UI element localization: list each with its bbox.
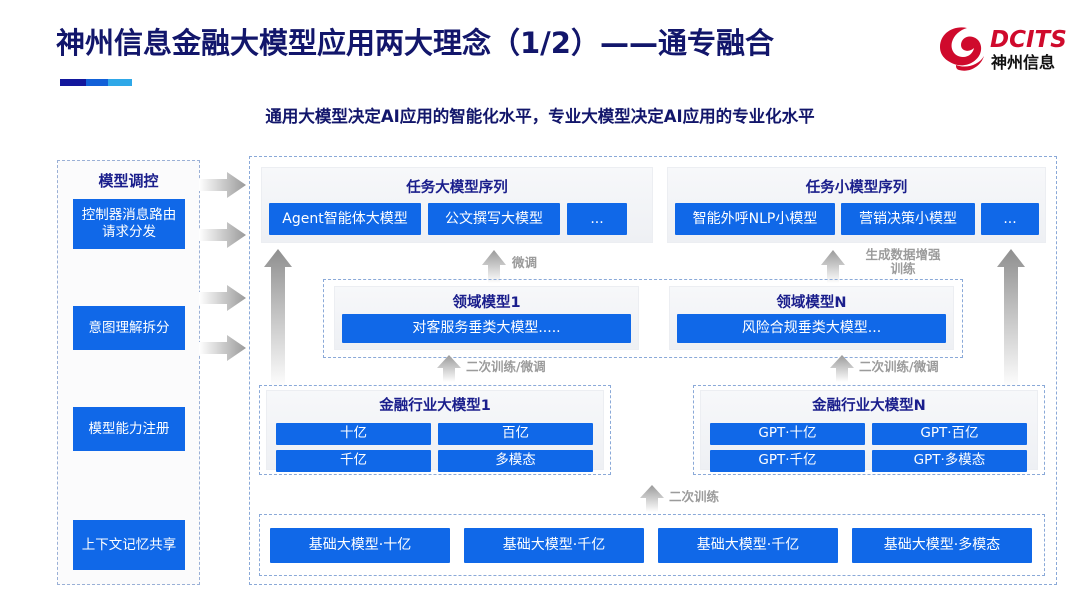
label-retrain-finetune-right: 二次训练/微调 xyxy=(859,359,939,374)
chip-base-model-thousand-yi-2[interactable]: 基础大模型·千亿 xyxy=(658,528,838,563)
chip-industry1-thousand-yi[interactable]: 千亿 xyxy=(276,450,431,472)
chip-industry1-multimodal[interactable]: 多模态 xyxy=(438,450,593,472)
industry-model-n-frame xyxy=(693,385,1045,475)
page-header: 神州信息金融大模型应用两大理念（1/2）——通专融合 通用大模型决定AI应用的智… xyxy=(0,0,1080,126)
chip-label: Agent智能体大模型 xyxy=(282,210,408,227)
chip-label: 多模态 xyxy=(495,452,536,469)
base-model-frame xyxy=(259,514,1045,576)
architecture-outer-frame xyxy=(249,156,1057,585)
chip-base-model-multimodal[interactable]: 基础大模型·多模态 xyxy=(852,528,1032,563)
sidebar-item-context-memory[interactable]: 上下文记忆共享 xyxy=(73,520,185,570)
chip-agent-large-model[interactable]: Agent智能体大模型 xyxy=(269,203,421,235)
swirl-icon: DCITS 神州信息 xyxy=(940,27,1066,72)
sidebar-item-capability-registry[interactable]: 模型能力注册 xyxy=(73,407,185,451)
flow-arrow-right-2 xyxy=(199,222,246,248)
chip-base-model-ten-yi[interactable]: 基础大模型·十亿 xyxy=(270,528,450,563)
accent-bar-3 xyxy=(108,79,132,86)
sidebar-item-label: 控制器消息路由请求分发 xyxy=(81,207,177,240)
sidebar-title: 模型调控 xyxy=(98,172,159,190)
label-retrain: 二次训练 xyxy=(669,489,720,504)
accent-bar-2 xyxy=(86,79,108,86)
label-data-augmentation: 生成数据增强 训练 xyxy=(848,247,958,277)
chip-label: 营销决策小模型 xyxy=(859,210,957,227)
chip-industryn-gpt-multimodal[interactable]: GPT·多模态 xyxy=(872,450,1027,472)
flow-arrow-up-data-aug xyxy=(821,250,845,283)
chip-marketing-decision-model[interactable]: 营销决策小模型 xyxy=(841,203,975,235)
chip-label: 公文撰写大模型 xyxy=(445,210,543,227)
chip-label: 基础大模型·千亿 xyxy=(502,537,606,554)
chip-label: 基础大模型·多模态 xyxy=(883,537,1001,554)
chip-label: 百亿 xyxy=(502,425,529,442)
chip-label: 对客服务垂类大模型..... xyxy=(412,320,561,337)
chip-label: 风险合规垂类大模型... xyxy=(741,320,882,337)
title-accent-rule xyxy=(60,79,132,86)
flow-arrow-right-1 xyxy=(199,172,246,198)
chip-industryn-gpt-thousand-yi[interactable]: GPT·千亿 xyxy=(710,450,865,472)
task-small-model-title: 任务小模型序列 xyxy=(805,180,908,196)
industry-model-1-frame xyxy=(259,385,611,475)
chip-label: 基础大模型·千亿 xyxy=(696,537,800,554)
chip-label: 智能外呼NLP小模型 xyxy=(692,210,818,227)
flow-arrow-up-right-tall xyxy=(997,249,1025,388)
flow-arrow-up-retrain-left xyxy=(437,355,461,382)
label-fine-tune: 微调 xyxy=(512,255,538,270)
flow-arrow-up-retrain-right xyxy=(830,355,854,382)
domain-model-n-title: 领域模型N xyxy=(776,295,847,311)
label-retrain-finetune-left: 二次训练/微调 xyxy=(466,359,546,374)
label-data-augmentation-line1: 生成数据增强 xyxy=(865,247,941,262)
chip-label: 基础大模型·十亿 xyxy=(308,537,412,554)
chip-customer-service-vertical-model[interactable]: 对客服务垂类大模型..... xyxy=(342,314,631,343)
sidebar-item-label: 意图理解拆分 xyxy=(88,319,170,336)
industry-model-1-title: 金融行业大模型1 xyxy=(379,398,491,414)
chip-document-writing-model[interactable]: 公文撰写大模型 xyxy=(428,203,560,235)
flow-arrow-right-4 xyxy=(199,335,246,361)
chip-label: 十亿 xyxy=(340,425,367,442)
chip-task-small-more[interactable]: ... xyxy=(981,203,1039,235)
accent-bar-1 xyxy=(60,79,86,86)
chip-label: GPT·多模态 xyxy=(913,452,986,469)
dcits-logo: DCITS 神州信息 xyxy=(934,20,1066,76)
chip-task-large-more[interactable]: ... xyxy=(567,203,627,235)
sidebar-item-label: 上下文记忆共享 xyxy=(81,536,177,553)
label-data-augmentation-line2: 训练 xyxy=(890,261,916,277)
page-title: 神州信息金融大模型应用两大理念（1/2）——通专融合 xyxy=(56,26,774,60)
flow-arrow-up-retrain-base xyxy=(640,485,664,512)
chip-base-model-thousand-yi-1[interactable]: 基础大模型·千亿 xyxy=(464,528,644,563)
chip-label: ... xyxy=(1003,210,1017,227)
domain-model-1-title: 领域模型1 xyxy=(452,295,521,311)
sidebar-item-controller-routing[interactable]: 控制器消息路由请求分发 xyxy=(73,199,185,249)
industry-model-n-title: 金融行业大模型N xyxy=(812,398,926,414)
chip-label: GPT·千亿 xyxy=(758,452,817,469)
chip-label: GPT·十亿 xyxy=(758,425,817,442)
logo-brand-en: DCITS xyxy=(990,27,1066,53)
chip-industry1-ten-yi[interactable]: 十亿 xyxy=(276,423,431,445)
chip-industryn-gpt-hundred-yi[interactable]: GPT·百亿 xyxy=(872,423,1027,445)
page-subtitle: 通用大模型决定AI应用的智能化水平，专业大模型决定AI应用的专业化水平 xyxy=(265,107,815,126)
sidebar-item-intent-understanding[interactable]: 意图理解拆分 xyxy=(73,306,185,350)
flow-arrow-up-left-tall xyxy=(264,249,292,388)
chip-industryn-gpt-ten-yi[interactable]: GPT·十亿 xyxy=(710,423,865,445)
sidebar-item-label: 模型能力注册 xyxy=(88,420,170,437)
chip-label: ... xyxy=(590,210,604,227)
flow-arrow-right-3 xyxy=(199,285,246,311)
logo-brand-cn: 神州信息 xyxy=(991,53,1055,72)
chip-risk-compliance-vertical-model[interactable]: 风险合规垂类大模型... xyxy=(677,314,946,343)
chip-outbound-nlp-model[interactable]: 智能外呼NLP小模型 xyxy=(675,203,835,235)
chip-label: 千亿 xyxy=(340,452,367,469)
chip-label: GPT·百亿 xyxy=(920,425,979,442)
chip-industry1-hundred-yi[interactable]: 百亿 xyxy=(438,423,593,445)
task-large-model-title: 任务大模型序列 xyxy=(406,180,508,196)
flow-arrow-up-fine-tune xyxy=(482,250,506,283)
domain-model-frame xyxy=(323,279,963,358)
